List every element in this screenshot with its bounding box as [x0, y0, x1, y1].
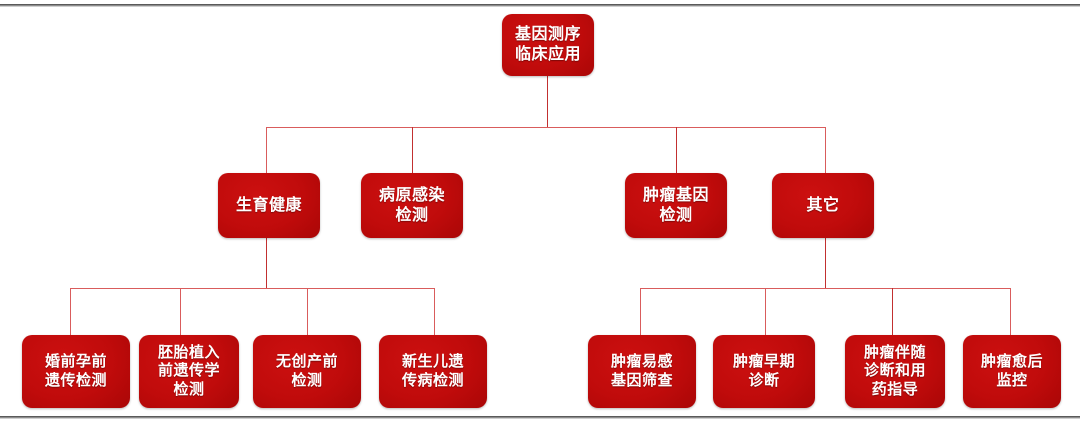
connector-drop-nipt [307, 288, 308, 335]
connector-drop-early-diagnosis [765, 288, 766, 335]
node-reproductive-health[interactable]: 生育健康 [218, 173, 320, 238]
connector-drop-companion-dx [892, 288, 893, 335]
connector-drop-pgd [180, 288, 181, 335]
node-pathogen-infection-testing[interactable]: 病原感染 检测 [361, 173, 463, 238]
connector-drop-susceptibility [640, 288, 641, 335]
connector-left-leaf-bus [70, 288, 435, 289]
connector-drop-pathogen [412, 127, 413, 173]
node-tumor-prognosis-monitoring[interactable]: 肿瘤愈后 监控 [963, 335, 1061, 408]
node-other[interactable]: 其它 [772, 173, 874, 238]
connector-right-leaf-bus [640, 288, 1011, 289]
node-tumor-gene-testing[interactable]: 肿瘤基因 检测 [625, 173, 727, 238]
connector-level2-bus [266, 127, 826, 128]
bottom-divider-rule [0, 416, 1080, 419]
node-newborn-genetic-disease-testing[interactable]: 新生儿遗 传病检测 [379, 335, 487, 408]
connector-drop-premarital [70, 288, 71, 335]
node-tumor-companion-diagnosis-medication-guidance[interactable]: 肿瘤伴随 诊断和用 药指导 [845, 335, 945, 408]
connector-drop-other [825, 127, 826, 173]
connector-drop-newborn [434, 288, 435, 335]
connector-other-stem [825, 238, 826, 288]
connector-drop-prognosis [1010, 288, 1011, 335]
node-preimplantation-genetic-testing[interactable]: 胚胎植入 前遗传学 检测 [139, 335, 239, 408]
node-tumor-susceptibility-gene-screening[interactable]: 肿瘤易感 基因筛查 [588, 335, 696, 408]
node-root-clinical-application[interactable]: 基因测序 临床应用 [502, 14, 594, 76]
node-premarital-preconception-genetic-testing[interactable]: 婚前孕前 遗传检测 [22, 335, 130, 408]
node-tumor-early-diagnosis[interactable]: 肿瘤早期 诊断 [713, 335, 815, 408]
connector-root-stem [547, 76, 548, 127]
node-noninvasive-prenatal-testing[interactable]: 无创产前 检测 [253, 335, 361, 408]
connector-drop-birth-health [266, 127, 267, 173]
connector-birth-health-stem [266, 238, 267, 288]
connector-drop-tumor-gene [676, 127, 677, 173]
top-divider-rule [0, 4, 1080, 7]
